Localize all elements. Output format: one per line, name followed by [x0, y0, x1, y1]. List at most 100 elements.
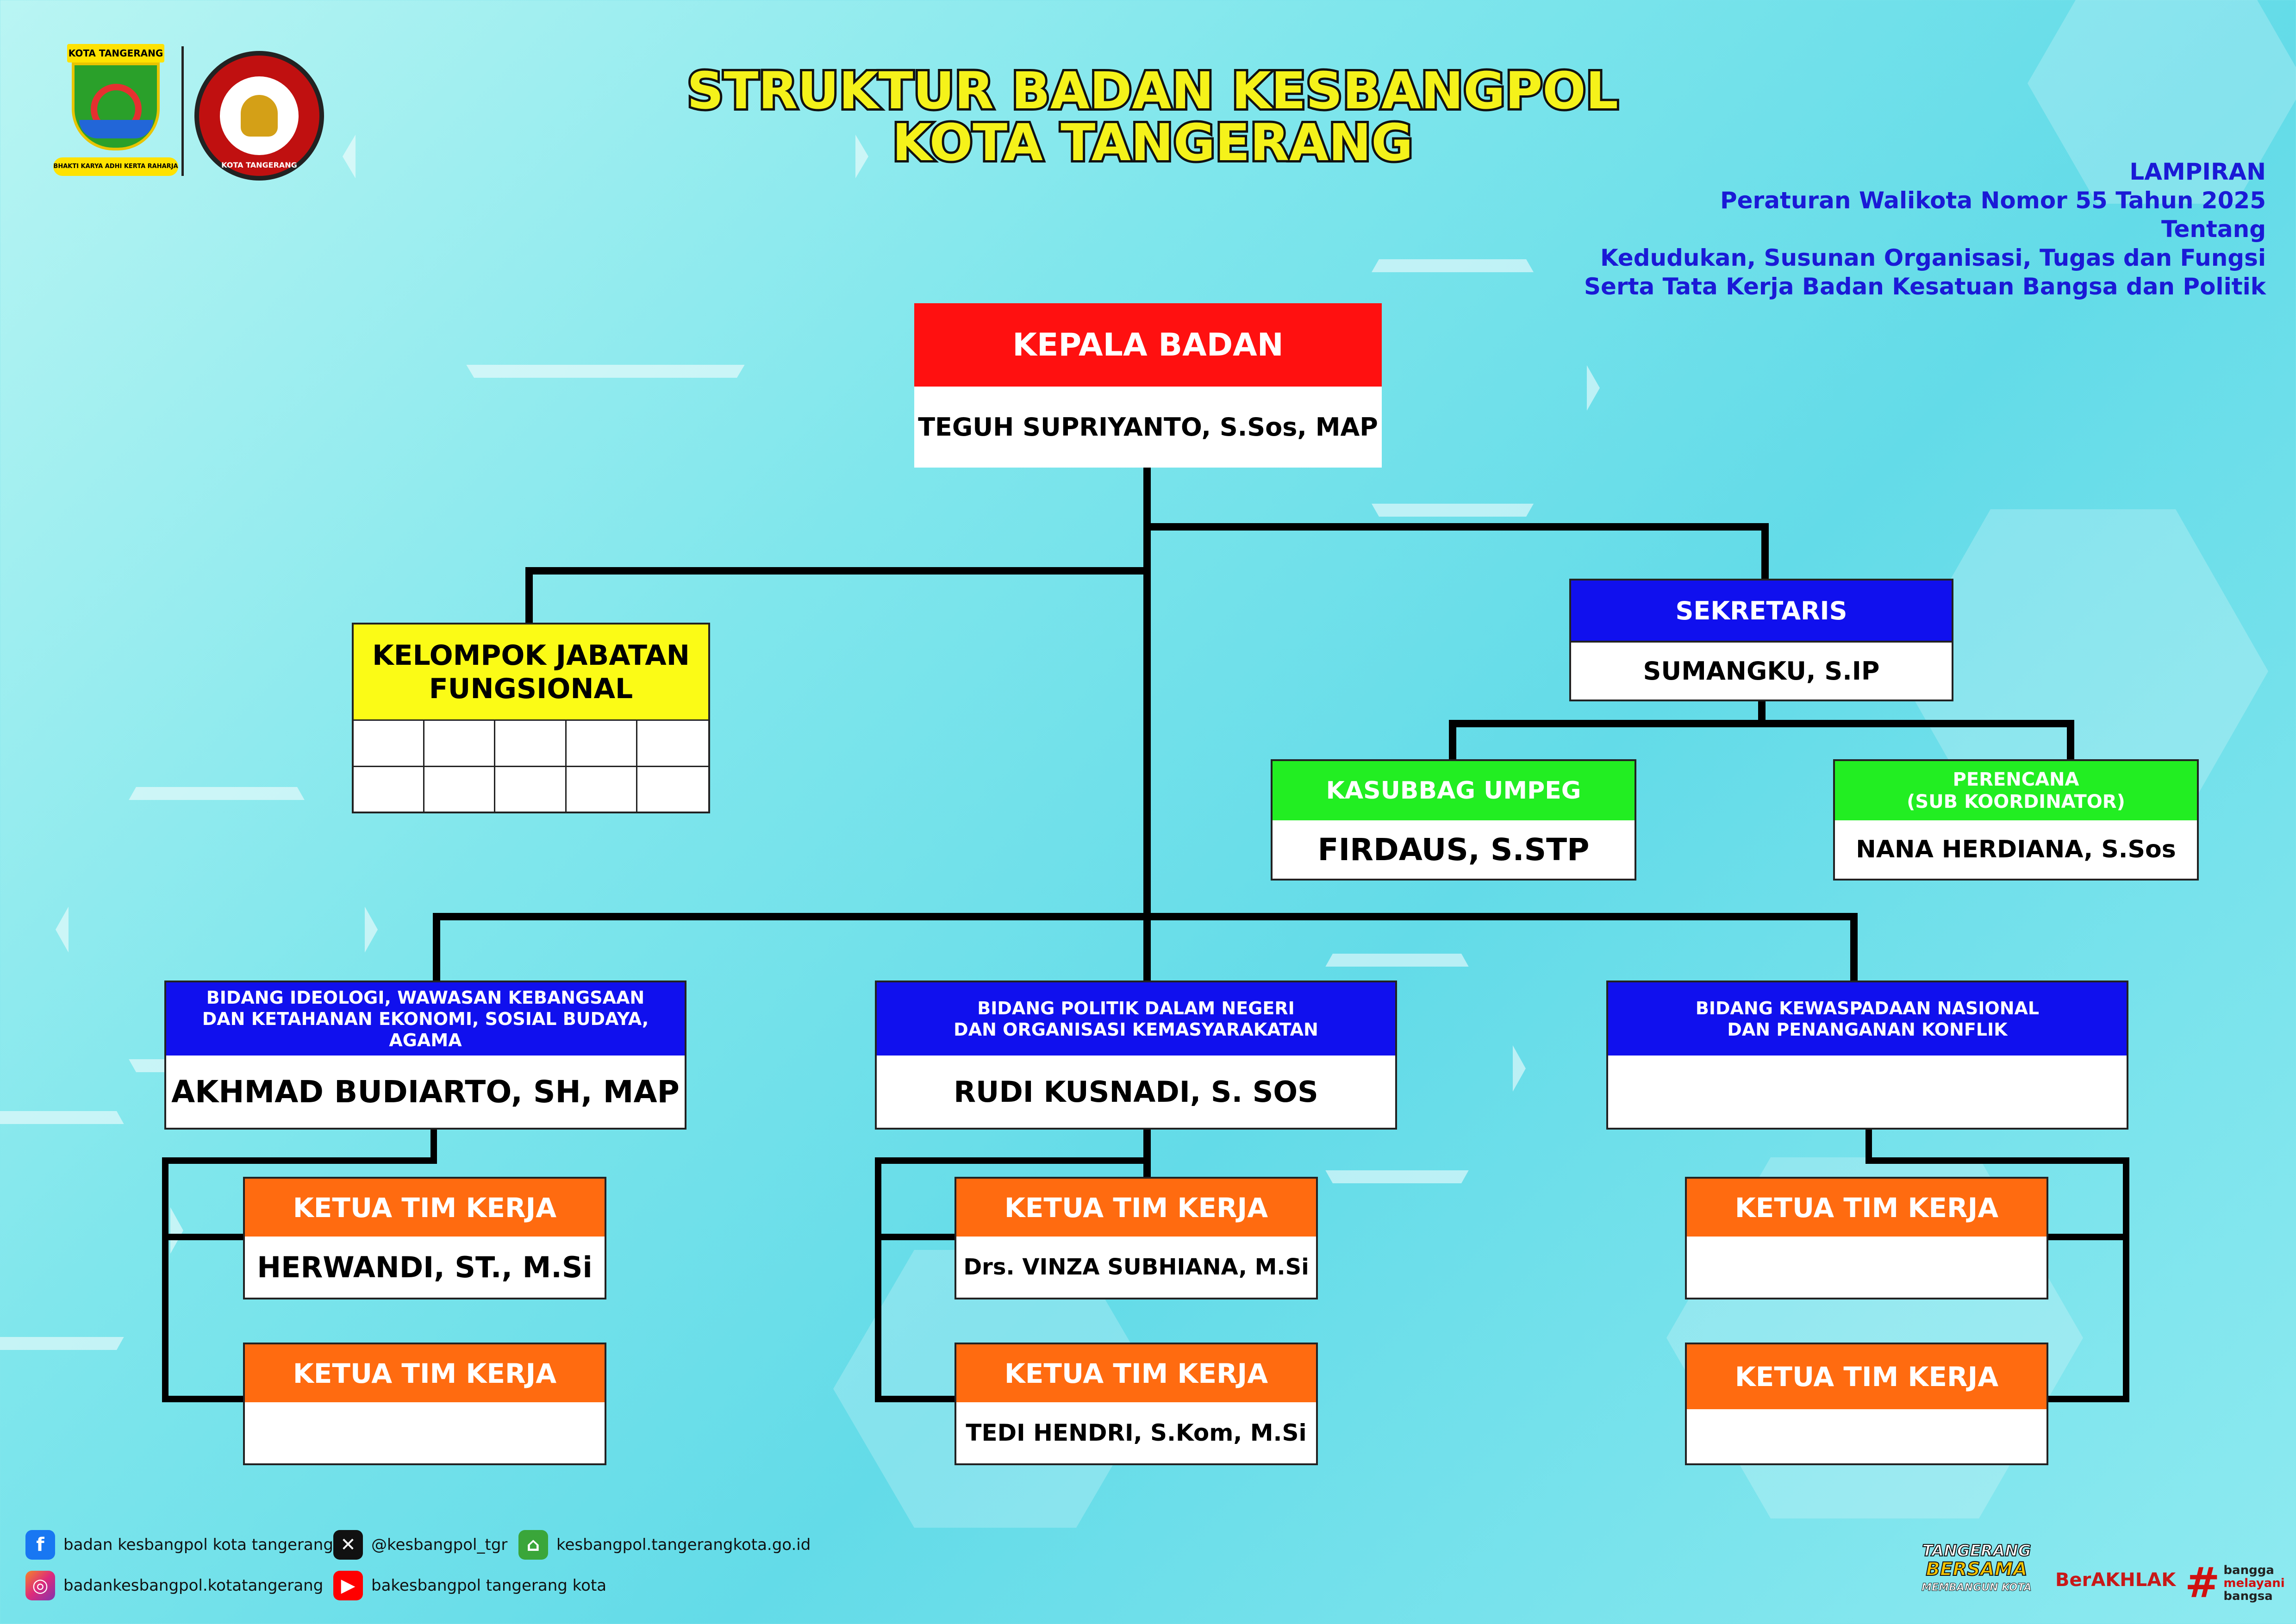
ketua-tim-box: KETUA TIM KERJA	[1685, 1343, 2048, 1465]
page-title-line2: KOTA TANGERANG	[890, 113, 1415, 172]
connector-line	[525, 567, 1150, 575]
bg-hexagon	[343, 0, 868, 378]
ketua-tim-box: KETUA TIM KERJA	[1685, 1177, 2048, 1299]
facebook-icon: f	[25, 1530, 55, 1560]
connector-line	[1143, 523, 1768, 531]
lampiran-line: LAMPIRAN	[2129, 158, 2266, 185]
instagram-icon: ◎	[25, 1571, 55, 1600]
ketua-tim-box: KETUA TIM KERJA	[243, 1343, 606, 1465]
connector-line	[1761, 523, 1769, 581]
connector-line	[2046, 1396, 2129, 1402]
kasubbag-umpeg-title: KASUBBAG UMPEG	[1273, 761, 1635, 820]
bidang-ideologi-title: BIDANG IDEOLOGI, WAWASAN KEBANGSAAN DAN …	[166, 982, 685, 1056]
website-icon: ⌂	[518, 1530, 548, 1560]
sekretaris-title: SEKRETARIS	[1571, 581, 1952, 641]
garuda-icon	[241, 95, 278, 137]
social-facebook[interactable]: f badan kesbangpol kota tangerang	[25, 1530, 333, 1560]
ketua-tim-name	[1687, 1409, 2046, 1463]
ketua-tim-title: KETUA TIM KERJA	[956, 1179, 1316, 1237]
social-youtube[interactable]: ▶ bakesbangpol tangerang kota	[333, 1571, 606, 1600]
logo-divider	[181, 46, 184, 176]
ketua-tim-title: KETUA TIM KERJA	[956, 1344, 1316, 1402]
ketua-tim-box: KETUA TIM KERJA TEDI HENDRI, S.Kom, M.Si	[955, 1343, 1318, 1465]
ketua-tim-box: KETUA TIM KERJA HERWANDI, ST., M.Si	[243, 1177, 606, 1299]
bidang-kewaspadaan-title: BIDANG KEWASPADAAN NASIONAL DAN PENANGAN…	[1608, 982, 2127, 1056]
social-web-label: kesbangpol.tangerangkota.go.id	[556, 1536, 811, 1554]
connector-line	[2046, 1234, 2129, 1240]
city-logo-banner: KOTA TANGERANG	[67, 44, 164, 62]
connector-line	[162, 1234, 245, 1240]
bidang-kewaspadaan-name	[1608, 1056, 2127, 1128]
kepala-badan-title: KEPALA BADAN	[914, 303, 1382, 387]
bg-hexagon	[0, 1111, 183, 1350]
kasubbag-umpeg-name: FIRDAUS, S.STP	[1317, 831, 1590, 868]
kasubbag-umpeg-box: KASUBBAG UMPEG FIRDAUS, S.STP	[1271, 759, 1636, 881]
hashtag-icon: #	[2185, 1559, 2220, 1607]
connector-line	[875, 1396, 958, 1402]
connector-line	[875, 1157, 1150, 1164]
social-web[interactable]: ⌂ kesbangpol.tangerangkota.go.id	[518, 1530, 811, 1560]
ketua-tim-name: HERWANDI, ST., M.Si	[257, 1250, 593, 1284]
connector-line	[1866, 1157, 2129, 1164]
x-icon: ✕	[333, 1530, 363, 1560]
connector-line	[430, 1127, 437, 1162]
perencana-title: PERENCANA (SUB KOORDINATOR)	[1835, 761, 2197, 820]
bidang-politik-name: RUDI KUSNADI, S. SOS	[954, 1074, 1318, 1109]
lampiran-block: LAMPIRAN Peraturan Walikota Nomor 55 Tah…	[1528, 157, 2266, 301]
connector-line	[1866, 1127, 1872, 1162]
agency-logo-bottom: KOTA TANGERANG	[221, 161, 297, 169]
social-x-label: @kesbangpol_tgr	[371, 1536, 508, 1554]
bidang-ideologi-box: BIDANG IDEOLOGI, WAWASAN KEBANGSAAN DAN …	[164, 981, 686, 1130]
kepala-badan-name: TEGUH SUPRIYANTO, S.Sos, MAP	[918, 412, 1378, 442]
page-title: STRUKTUR BADAN KESBANGPOL KOTA TANGERANG	[671, 61, 1634, 172]
lampiran-line: Kedudukan, Susunan Organisasi, Tugas dan…	[1600, 244, 2266, 271]
connector-line	[2123, 1157, 2129, 1400]
bangga-melayani-logo: # bangga melayani bangsa	[2185, 1559, 2285, 1607]
ketua-tim-title: KETUA TIM KERJA	[245, 1179, 605, 1237]
bidang-kewaspadaan-box: BIDANG KEWASPADAAN NASIONAL DAN PENANGAN…	[1606, 981, 2128, 1130]
social-instagram-label: badankesbangpol.kotatangerang	[63, 1576, 324, 1595]
sekretaris-box: SEKRETARIS SUMANGKU, S.IP	[1569, 579, 1953, 701]
tangerang-bersama-logo: TANGERANG BERSAMA MEMBANGUN KOTA	[1922, 1541, 2032, 1594]
connector-line	[2067, 720, 2074, 762]
social-instagram[interactable]: ◎ badankesbangpol.kotatangerang	[25, 1571, 323, 1600]
jabatan-fungsional-grid	[354, 719, 708, 812]
connector-line	[1449, 720, 1456, 762]
berakhlak-logo: BerAKHLAK	[2055, 1569, 2176, 1591]
lampiran-line: Serta Tata Kerja Badan Kesatuan Bangsa d…	[1584, 273, 2266, 300]
sekretaris-name: SUMANGKU, S.IP	[1571, 641, 1952, 700]
ketua-tim-box: KETUA TIM KERJA Drs. VINZA SUBHIANA, M.S…	[955, 1177, 1318, 1299]
city-logo: KOTA TANGERANG BHAKTI KARYA ADHI KERTA R…	[53, 44, 178, 183]
connector-line	[1758, 699, 1766, 725]
perencana-box: PERENCANA (SUB KOORDINATOR) NANA HERDIAN…	[1833, 759, 2199, 881]
ketua-tim-title: KETUA TIM KERJA	[1687, 1344, 2046, 1409]
connector-line	[433, 913, 440, 982]
kepala-badan-box: KEPALA BADAN TEGUH SUPRIYANTO, S.Sos, MA…	[914, 303, 1382, 468]
bidang-ideologi-name: AKHMAD BUDIARTO, SH, MAP	[171, 1074, 680, 1110]
connector-line	[1449, 720, 2074, 727]
social-x[interactable]: ✕ @kesbangpol_tgr	[333, 1530, 507, 1560]
social-facebook-label: badan kesbangpol kota tangerang	[63, 1536, 333, 1554]
jabatan-fungsional-title: KELOMPOK JABATAN FUNGSIONAL	[354, 625, 708, 719]
lampiran-line: Peraturan Walikota Nomor 55 Tahun 2025	[1720, 187, 2266, 214]
ketua-tim-name: TEDI HENDRI, S.Kom, M.Si	[966, 1419, 1307, 1446]
connector-line	[875, 1234, 958, 1240]
ketua-tim-name	[1687, 1237, 2046, 1298]
social-youtube-label: bakesbangpol tangerang kota	[371, 1576, 607, 1595]
ketua-tim-name	[245, 1402, 605, 1463]
connector-line	[162, 1157, 437, 1164]
city-logo-motto: BHAKTI KARYA ADHI KERTA RAHARJA	[53, 157, 178, 176]
ketua-tim-title: KETUA TIM KERJA	[1687, 1179, 2046, 1237]
jabatan-fungsional-box: KELOMPOK JABATAN FUNGSIONAL	[352, 623, 710, 813]
perencana-name: NANA HERDIANA, S.Sos	[1856, 836, 2176, 863]
city-logo-shield	[72, 62, 160, 150]
connector-line	[162, 1396, 245, 1402]
ketua-tim-name: Drs. VINZA SUBHIANA, M.Si	[963, 1254, 1309, 1280]
connector-line	[1850, 913, 1858, 982]
ketua-tim-title: KETUA TIM KERJA	[245, 1344, 605, 1402]
connector-line	[162, 1157, 168, 1400]
bidang-politik-title: BIDANG POLITIK DALAM NEGERI DAN ORGANISA…	[877, 982, 1395, 1056]
connector-line	[875, 1157, 881, 1400]
page-title-line1: STRUKTUR BADAN KESBANGPOL	[685, 61, 1621, 120]
connector-line	[433, 913, 1858, 920]
